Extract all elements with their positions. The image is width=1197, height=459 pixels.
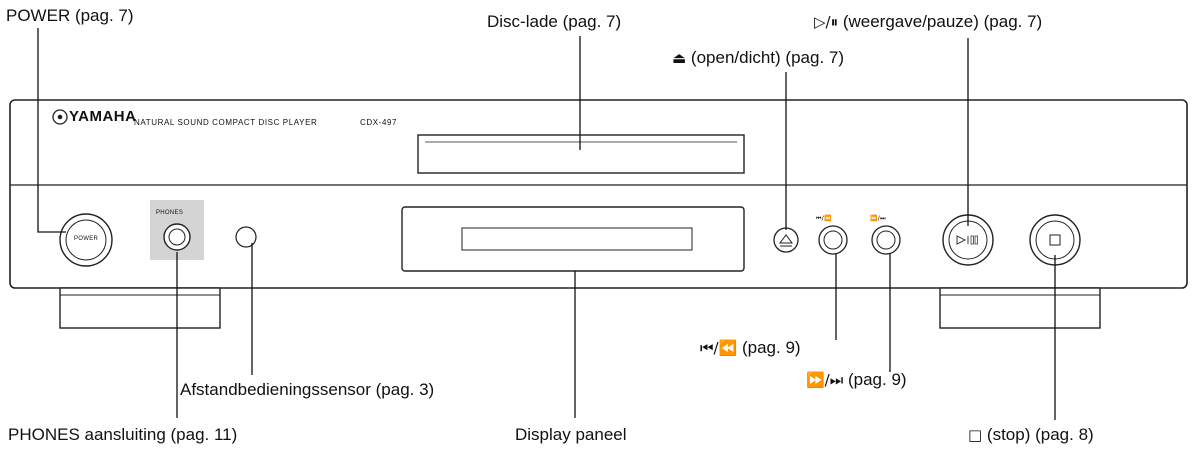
label-play-pause: ▷/⏸ (weergave/pauze) (pag. 7): [814, 12, 1042, 32]
disc-tray: [417, 134, 745, 174]
label-open-close-text: (open/dicht) (pag. 7): [690, 48, 845, 67]
skip-forward-marking: ⏩/⏭: [870, 215, 886, 222]
label-stop: □ (stop) (pag. 8): [968, 425, 1094, 445]
label-stop-text: (stop) (pag. 8): [986, 425, 1094, 444]
model-number: CDX-497: [360, 118, 398, 127]
label-display-panel: Display paneel: [515, 425, 627, 444]
left-foot: [59, 287, 221, 329]
label-play-pause-text: (weergave/pauze) (pag. 7): [842, 12, 1043, 31]
label-skip-back-text: (pag. 9): [741, 338, 801, 357]
label-remote-sensor: Afstandbedieningssensor (pag. 3): [180, 380, 435, 399]
phones-label: PHONES: [156, 210, 184, 216]
skip-forward-icon: ⏩/⏭: [806, 371, 844, 389]
play-pause-icon: ▷/⏸: [814, 13, 839, 31]
label-phones-jack: PHONES aansluiting (pag. 11): [8, 425, 238, 444]
tagline: NATURAL SOUND COMPACT DISC PLAYER: [134, 118, 318, 127]
leader-lines: [37, 28, 1056, 420]
power-button-label: POWER: [74, 236, 99, 242]
stop-icon: □: [968, 426, 983, 444]
skip-back-icon: ⏮/⏪: [700, 339, 738, 357]
skip-back-marking: ⏮/⏪: [816, 215, 832, 222]
label-skip-back: ⏮/⏪ (pag. 9): [700, 338, 801, 358]
label-open-close: ⏏ (open/dicht) (pag. 7): [672, 48, 844, 68]
label-disc-tray: Disc-lade (pag. 7): [487, 12, 622, 31]
remote-sensor: [235, 226, 257, 248]
eject-icon: ⏏: [672, 49, 687, 67]
right-foot: [939, 287, 1101, 329]
label-skip-forward: ⏩/⏭ (pag. 9): [806, 370, 907, 390]
label-power: POWER (pag. 7): [6, 6, 134, 25]
brand-logo: YAMAHA: [69, 108, 137, 125]
label-skip-forward-text: (pag. 9): [847, 370, 907, 389]
